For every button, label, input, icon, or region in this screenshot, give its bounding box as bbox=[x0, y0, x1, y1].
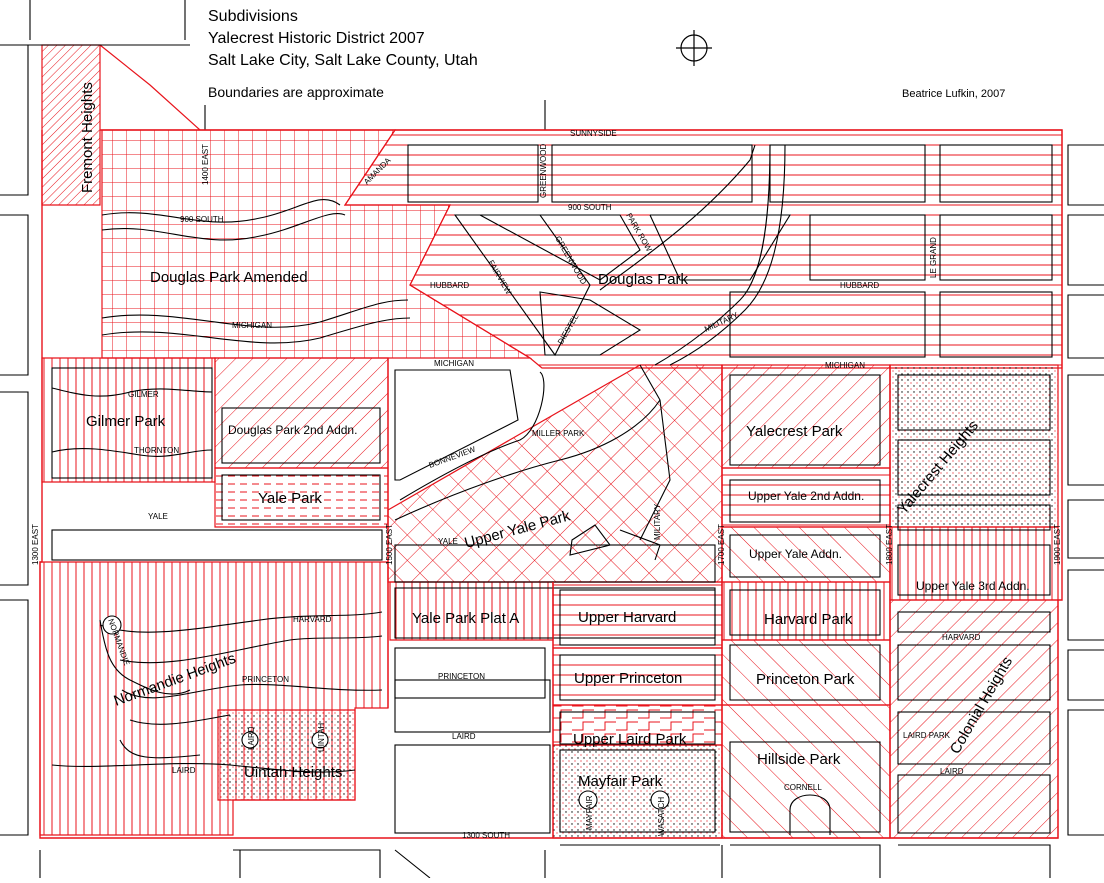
label-upper-princeton: Upper Princeton bbox=[574, 670, 682, 687]
street-900-south-a: 900 SOUTH bbox=[180, 215, 224, 224]
street-michigan-1: MICHIGAN bbox=[232, 321, 272, 330]
douglas-2nd-area bbox=[214, 357, 389, 469]
street-miller-park: MILLER PARK bbox=[532, 429, 585, 438]
curved-streets bbox=[51, 144, 786, 773]
cul-de-sacs bbox=[102, 615, 831, 835]
street-1800-east: 1800 EAST bbox=[885, 524, 894, 565]
title-line-2: Yalecrest Historic District 2007 bbox=[208, 30, 425, 47]
street-mayfair: MAYFAIR bbox=[585, 795, 594, 830]
street-1900-east: 1900 EAST bbox=[1053, 524, 1062, 565]
street-michigan-2: MICHIGAN bbox=[434, 359, 474, 368]
label-gilmer-park: Gilmer Park bbox=[86, 413, 166, 430]
street-hubbard-1: HUBBARD bbox=[430, 281, 469, 290]
street-1400-east: 1400 EAST bbox=[201, 144, 210, 185]
label-douglas-park: Douglas Park bbox=[598, 271, 689, 288]
label-harvard-park: Harvard Park bbox=[764, 611, 853, 628]
street-hubbard-2: HUBBARD bbox=[840, 281, 879, 290]
street-laird-1: LAIRD bbox=[172, 766, 196, 775]
map-title: Subdivisions Yalecrest Historic District… bbox=[208, 6, 478, 72]
label-princeton-park: Princeton Park bbox=[756, 671, 855, 688]
street-le-grand: LE GRAND bbox=[929, 237, 938, 278]
street-harvard-1: HARVARD bbox=[293, 615, 332, 624]
mayfair-park-area bbox=[552, 744, 723, 839]
laird-culdesac bbox=[241, 731, 259, 749]
label-upper-yale-2nd: Upper Yale 2nd Addn. bbox=[748, 489, 864, 503]
label-uintah-heights: Uintah Heights bbox=[244, 764, 342, 781]
street-laird-2: LAIRD bbox=[452, 732, 476, 741]
label-douglas-2nd: Douglas Park 2nd Addn. bbox=[228, 423, 357, 437]
street-wasatch: WASATCH bbox=[657, 797, 666, 836]
title-line-3: Salt Lake City, Salt Lake County, Utah bbox=[208, 52, 478, 69]
label-upper-laird-park: Upper Laird Park bbox=[573, 731, 687, 748]
label-upper-harvard: Upper Harvard bbox=[578, 609, 676, 626]
street-1500-east: 1500 EAST bbox=[385, 524, 394, 565]
label-yale-park: Yale Park bbox=[258, 490, 322, 507]
street-sunnyside: SUNNYSIDE bbox=[570, 129, 617, 138]
author-credit: Beatrice Lufkin, 2007 bbox=[902, 88, 1006, 100]
label-yalecrest-park: Yalecrest Park bbox=[746, 423, 843, 440]
street-1300-east: 1300 EAST bbox=[31, 524, 40, 565]
street-greenwood-1: GREENWOOD bbox=[539, 144, 548, 198]
upper-yale-park-area bbox=[387, 364, 723, 583]
boundary-note: Boundaries are approximate bbox=[208, 84, 384, 100]
district-boundary bbox=[39, 129, 1063, 839]
hillside-park-area bbox=[721, 704, 891, 839]
compass-icon bbox=[676, 30, 712, 66]
label-yale-park-plat-a: Yale Park Plat A bbox=[412, 610, 519, 627]
wasatch-culdesac bbox=[650, 790, 670, 810]
street-yale-2: YALE bbox=[438, 537, 458, 546]
street-harvard-2: HARVARD bbox=[942, 633, 981, 642]
street-military-2: MILITARY bbox=[653, 503, 662, 540]
uintah-heights-area bbox=[217, 709, 356, 801]
label-douglas-park-amended: Douglas Park Amended bbox=[150, 269, 308, 286]
label-hillside-park: Hillside Park bbox=[757, 751, 841, 768]
street-michigan-3: MICHIGAN bbox=[825, 361, 865, 370]
street-princeton-1: PRINCETON bbox=[242, 675, 289, 684]
street-yale-1: YALE bbox=[148, 512, 168, 521]
street-1700-east: 1700 EAST bbox=[717, 524, 726, 565]
label-fremont-heights: Fremont Heights bbox=[79, 82, 96, 193]
street-uintah: UINTAH bbox=[317, 723, 326, 752]
street-gilmer: GILMER bbox=[128, 390, 159, 399]
label-upper-yale-addn: Upper Yale Addn. bbox=[749, 547, 842, 561]
normandie-culdesac bbox=[102, 615, 122, 635]
street-laird-4: LAIRD bbox=[940, 767, 964, 776]
title-line-1: Subdivisions bbox=[208, 8, 298, 25]
street-laird-park: LAIRD PARK bbox=[903, 731, 951, 740]
uintah-culdesac bbox=[311, 731, 329, 749]
label-mayfair-park: Mayfair Park bbox=[578, 773, 663, 790]
street-thornton: THORNTON bbox=[134, 446, 179, 455]
label-upper-yale-3rd: Upper Yale 3rd Addn. bbox=[916, 579, 1030, 593]
street-cornell: CORNELL bbox=[784, 783, 822, 792]
street-1300-south: 1300 SOUTH bbox=[462, 831, 510, 840]
street-laird-3: LAIRD bbox=[247, 726, 256, 750]
yalecrest-park-area bbox=[721, 364, 891, 469]
subdivision-fills bbox=[39, 44, 1063, 839]
street-900-south-b: 900 SOUTH bbox=[568, 203, 612, 212]
street-princeton-2: PRINCETON bbox=[438, 672, 485, 681]
mayfair-culdesac bbox=[578, 790, 598, 810]
